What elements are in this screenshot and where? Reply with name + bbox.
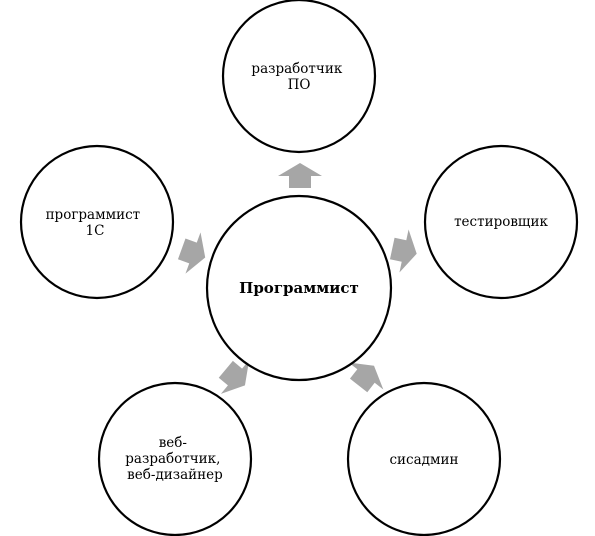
- arrow-to-web-developer: [218, 360, 250, 394]
- arrow-to-tester: [389, 229, 417, 273]
- center-label: Программист: [239, 279, 359, 297]
- label-software-developer: разработчик ПО: [251, 61, 346, 93]
- node-1c-programmer: [19, 144, 175, 300]
- node-sysadmin: [346, 381, 502, 536]
- arrow-to-sysadmin: [348, 362, 384, 393]
- label-web-developer: веб- разработчик, веб-дизайнер: [125, 435, 224, 483]
- arrow-to-software-developer: [278, 163, 322, 188]
- node-web-developer: [97, 381, 253, 536]
- node-programmer-center: [205, 194, 393, 382]
- label-1c-programmer: программист 1С: [46, 207, 145, 239]
- label-tester: тестировщик: [454, 214, 548, 230]
- node-software-developer: [221, 0, 377, 154]
- arrow-to-1c-programmer: [177, 232, 206, 274]
- node-tester: [423, 144, 579, 300]
- label-sysadmin: сисадмин: [390, 452, 459, 468]
